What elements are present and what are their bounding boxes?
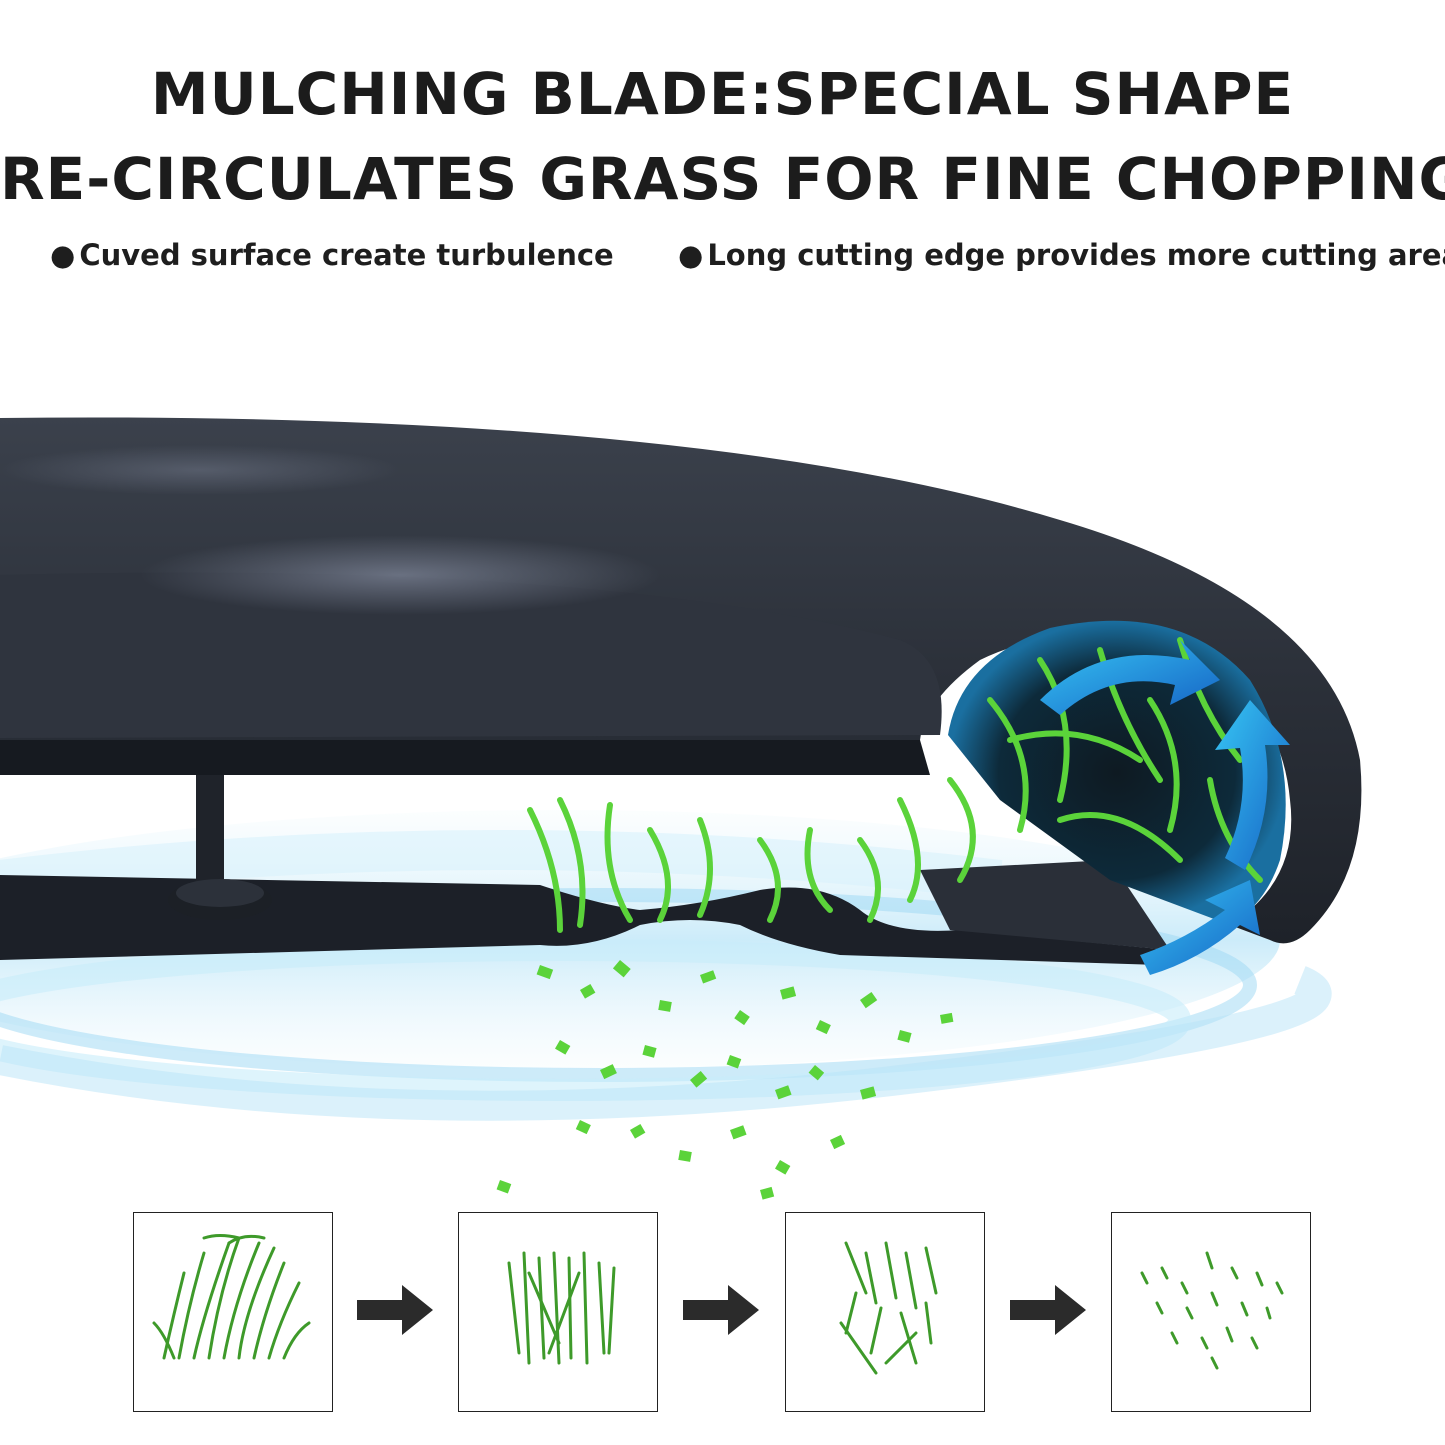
bullet-dot-icon: ●	[50, 238, 76, 272]
feature-text: Cuved surface create turbulence	[79, 238, 614, 272]
stage-fine-mulch	[1111, 1212, 1311, 1412]
stage-tall-grass	[133, 1212, 333, 1412]
feature-curved-surface: ●Cuved surface create turbulence	[50, 238, 614, 272]
circulation-arrow-icon	[1040, 640, 1290, 975]
feature-long-edge: ●Long cutting edge provides more cutting…	[678, 238, 1445, 272]
right-arrow-icon	[357, 1285, 433, 1335]
chopped-clippings	[496, 960, 954, 1200]
headline-line-1: MULCHING BLADE:SPECIAL SHAPE	[150, 60, 1295, 128]
feature-text: Long cutting edge provides more cutting …	[707, 238, 1445, 272]
cut-grass-icon	[507, 1251, 616, 1365]
fine-mulch-icon	[1140, 1251, 1284, 1370]
bullet-dot-icon: ●	[678, 238, 704, 272]
right-arrow-icon	[683, 1285, 759, 1335]
mulching-blade-icon	[0, 417, 1362, 965]
blade-illustration	[0, 417, 1362, 1200]
chopped-grass-icon	[839, 1241, 938, 1375]
stage-chopped-grass	[785, 1212, 985, 1412]
right-arrow-icon	[1010, 1285, 1086, 1335]
stage-cut-grass	[458, 1212, 658, 1412]
headline-line-2: RE-CIRCULATES GRASS FOR FINE CHOPPING	[0, 145, 1445, 213]
tall-grass-icon	[152, 1234, 311, 1360]
